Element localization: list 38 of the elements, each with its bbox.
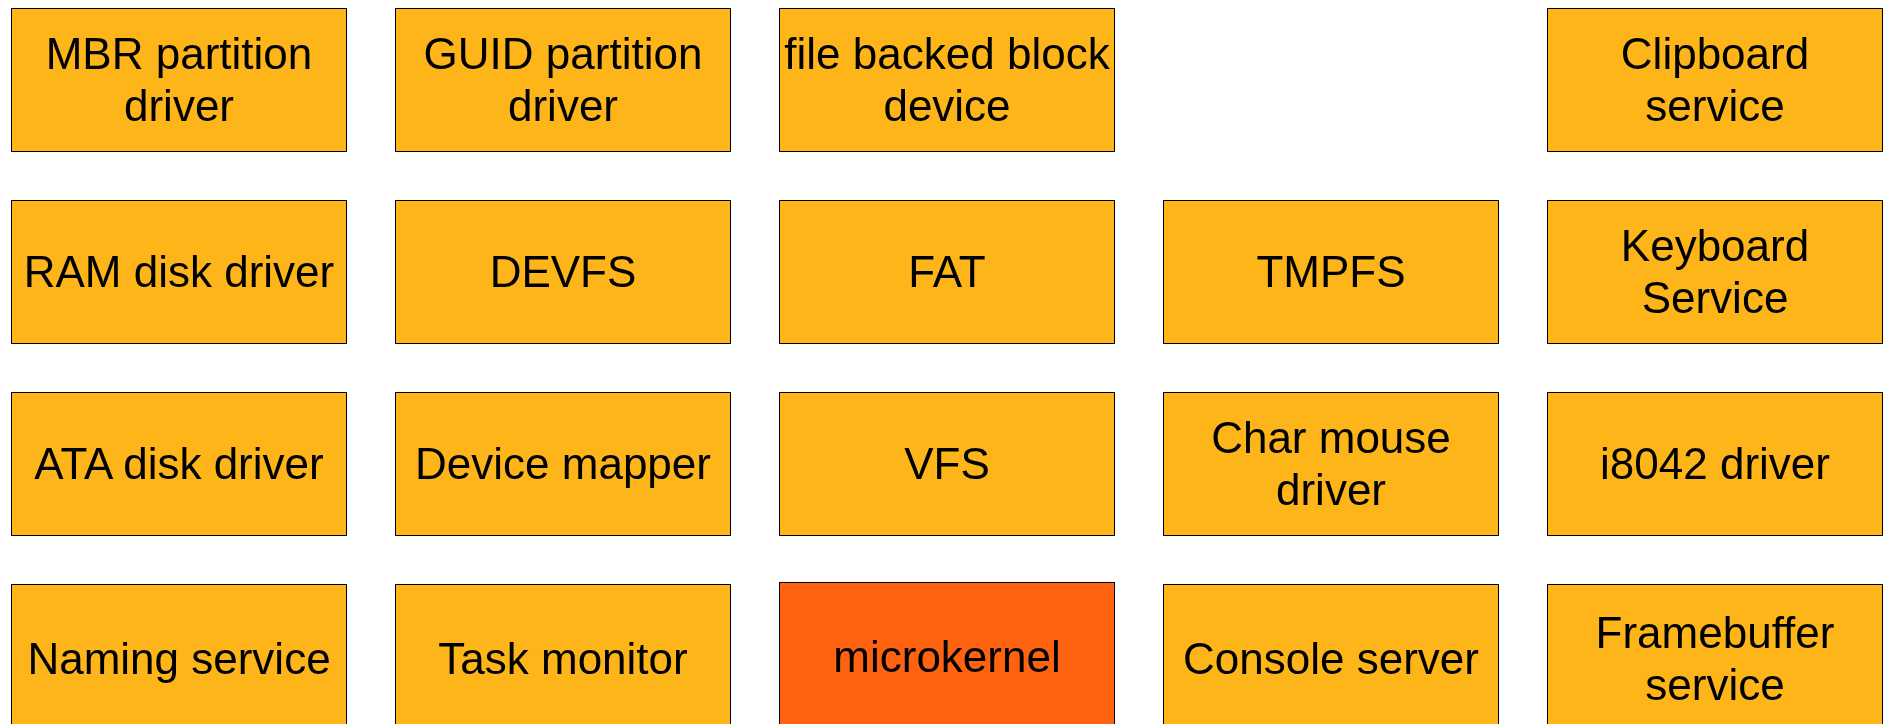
box-label: RAM disk driver: [23, 246, 335, 298]
component-box: [1163, 584, 1499, 724]
component-box: [395, 392, 731, 536]
box-label: Task monitor: [438, 633, 688, 685]
component-box: [1547, 584, 1883, 724]
box-label: Keyboard Service: [1619, 220, 1811, 324]
component-box: [779, 8, 1115, 152]
component-box: [395, 8, 731, 152]
box-label: GUID partition driver: [422, 28, 704, 132]
component-box: [1547, 392, 1883, 536]
component-box: [11, 200, 347, 344]
box-label: Clipboard service: [1619, 28, 1811, 132]
component-box: [779, 392, 1115, 536]
component-box: [1547, 200, 1883, 344]
box-label: MBR partition driver: [44, 28, 314, 132]
component-box: [395, 584, 731, 724]
component-box: [1547, 8, 1883, 152]
box-label: i8042 driver: [1600, 438, 1830, 490]
box-label: Char mouse driver: [1210, 412, 1452, 516]
box-label: FAT: [908, 246, 986, 298]
component-box: [779, 200, 1115, 344]
box-label: VFS: [904, 438, 990, 490]
box-label: Console server: [1183, 633, 1479, 685]
component-box: [1163, 392, 1499, 536]
box-label: Framebuffer service: [1594, 607, 1836, 711]
box-label: file backed block device: [783, 28, 1111, 132]
box-label: TMPFS: [1256, 246, 1406, 298]
component-box: [395, 200, 731, 344]
component-box: [11, 392, 347, 536]
component-box: [11, 584, 347, 724]
box-label: Device mapper: [415, 438, 711, 490]
box-label: ATA disk driver: [34, 438, 324, 490]
box-label: Naming service: [27, 633, 331, 685]
kernel-box: [779, 582, 1115, 724]
box-label: microkernel: [833, 631, 1061, 683]
component-box: [1163, 200, 1499, 344]
component-box: [11, 8, 347, 152]
box-label: DEVFS: [489, 246, 637, 298]
